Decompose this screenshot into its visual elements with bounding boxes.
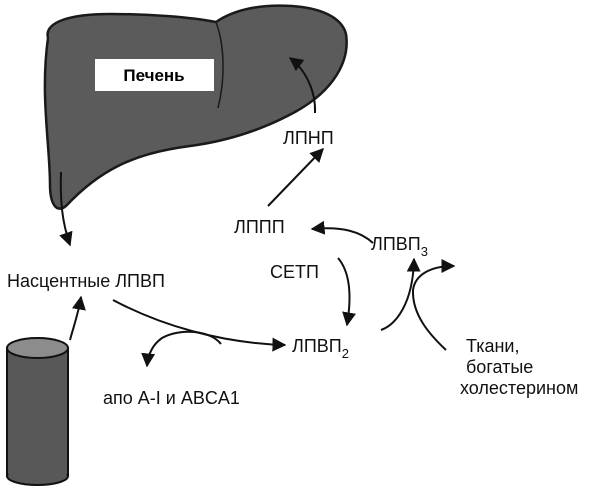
arrow-tissues-curve (411, 259, 456, 351)
tissues-label: Ткани, богатые холестерином (460, 336, 578, 398)
liver-body (43, 4, 348, 210)
nascent-hdl-label: Насцентные ЛПВП (7, 271, 165, 291)
hdl3-label-sub: 3 (421, 244, 428, 259)
hdl2-label-base: ЛПВП (292, 336, 342, 356)
hdl2-label-sub: 2 (342, 346, 349, 361)
liver-lobe-divider (215, 21, 224, 109)
tissues-line-1: Ткани, (466, 336, 519, 356)
tissues-line-2: богатые (466, 357, 533, 377)
arrow-liver-to-nascent (59, 171, 73, 247)
liver-label: Печень (123, 66, 184, 85)
arrow-hdl2-to-hdl3 (380, 257, 421, 331)
hdl2-label: ЛПВП2 (292, 336, 349, 361)
apo-label: апо А-I и ABCA1 (103, 388, 240, 408)
cylinder-top (6, 337, 69, 359)
cetp-label: CETП (270, 262, 319, 282)
hdl3-label-base: ЛПВП (371, 234, 421, 254)
tissues-line-3: холестерином (460, 378, 578, 398)
idl-label: ЛППП (234, 217, 285, 237)
arrow-idl-to-ldl (267, 147, 324, 207)
intestine-cylinder (6, 337, 69, 486)
liver-label-box (95, 59, 214, 91)
arrow-nascent-to-hdl2 (112, 299, 287, 352)
hdl3-label: ЛПВП3 (371, 234, 428, 259)
liver-shape (43, 4, 348, 210)
arrow-cetp-top (310, 220, 374, 244)
arrow-ldl-to-liver (288, 57, 317, 114)
arrow-cetp-bottom (337, 257, 356, 327)
arrow-cylinder-to-nascent (69, 295, 86, 341)
arrow-apo-curve (141, 330, 222, 368)
ldl-label: ЛПНП (283, 128, 334, 148)
